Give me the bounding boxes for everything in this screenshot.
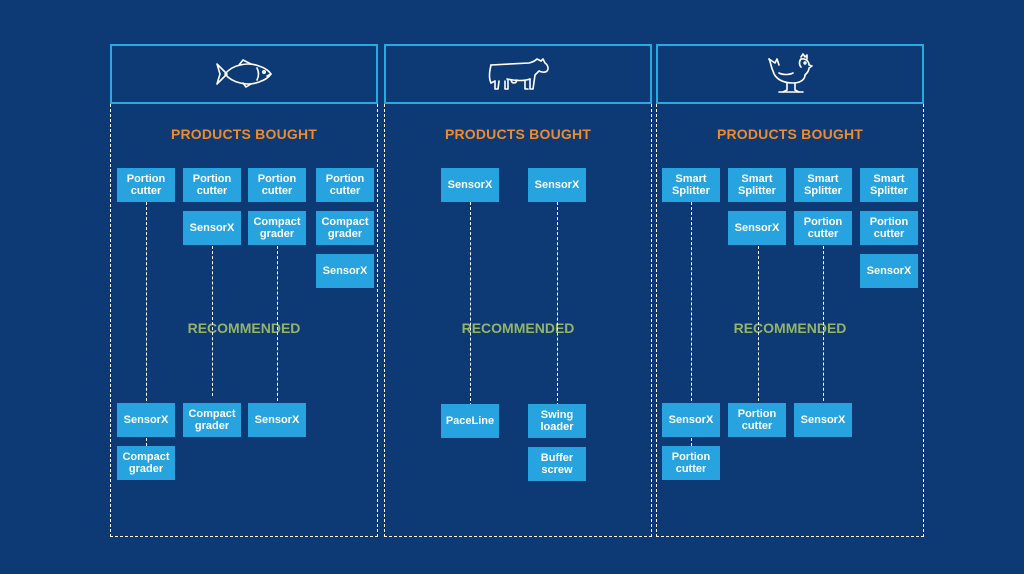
- product-box: Portion cutter: [860, 211, 918, 245]
- product-box: Smart Splitter: [662, 168, 720, 202]
- chicken-panel-body: [656, 104, 924, 537]
- recommended-box: PaceLine: [441, 404, 499, 438]
- fish-icon: [216, 59, 272, 88]
- recommended-box: Compact grader: [117, 446, 175, 480]
- connector-line: [212, 246, 213, 396]
- product-box: Compact grader: [248, 211, 306, 245]
- product-box: SensorX: [528, 168, 586, 202]
- connector-line: [277, 246, 278, 406]
- connector-line: [470, 202, 471, 406]
- chicken-icon: [768, 53, 813, 93]
- product-box: SensorX: [316, 254, 374, 288]
- cow-icon: [488, 58, 549, 90]
- recommended-box: Portion cutter: [662, 446, 720, 480]
- product-box: Portion cutter: [316, 168, 374, 202]
- recommended-box: Swing loader: [528, 404, 586, 438]
- product-box: SensorX: [183, 211, 241, 245]
- fish-panel-body: [110, 104, 378, 537]
- product-box: Portion cutter: [248, 168, 306, 202]
- product-box: Smart Splitter: [794, 168, 852, 202]
- fish-header: [110, 44, 378, 104]
- recommended-box: Portion cutter: [728, 403, 786, 437]
- connector-line: [823, 246, 824, 406]
- products-bought-heading: PRODUCTS BOUGHT: [444, 126, 592, 142]
- products-bought-heading: PRODUCTS BOUGHT: [170, 126, 318, 142]
- product-box: Smart Splitter: [728, 168, 786, 202]
- product-box: SensorX: [441, 168, 499, 202]
- product-box: Portion cutter: [117, 168, 175, 202]
- recommended-heading: RECOMMENDED: [187, 320, 301, 336]
- cow-panel: PRODUCTS BOUGHT RECOMMENDED SensorX Sens…: [384, 44, 652, 538]
- connector-line: [691, 202, 692, 446]
- product-box: Portion cutter: [183, 168, 241, 202]
- product-box: Portion cutter: [794, 211, 852, 245]
- chicken-panel: PRODUCTS BOUGHT RECOMMENDED Smart Splitt…: [656, 44, 924, 538]
- connector-line: [146, 202, 147, 446]
- fish-panel: PRODUCTS BOUGHT RECOMMENDED Portion cutt…: [110, 44, 378, 538]
- recommended-box: SensorX: [248, 403, 306, 437]
- recommended-heading: RECOMMENDED: [733, 320, 847, 336]
- product-box: SensorX: [728, 211, 786, 245]
- recommended-box: SensorX: [662, 403, 720, 437]
- recommended-box: SensorX: [117, 403, 175, 437]
- recommended-box: Compact grader: [183, 403, 241, 437]
- cow-panel-body: [384, 104, 652, 537]
- chicken-header: [656, 44, 924, 104]
- recommended-box: Buffer screw: [528, 447, 586, 481]
- product-box: Compact grader: [316, 211, 374, 245]
- products-bought-heading: PRODUCTS BOUGHT: [716, 126, 864, 142]
- recommended-heading: RECOMMENDED: [461, 320, 575, 336]
- product-box: SensorX: [860, 254, 918, 288]
- product-box: Smart Splitter: [860, 168, 918, 202]
- recommended-box: SensorX: [794, 403, 852, 437]
- connector-line: [758, 246, 759, 406]
- connector-line: [557, 202, 558, 406]
- cow-header: [384, 44, 652, 104]
